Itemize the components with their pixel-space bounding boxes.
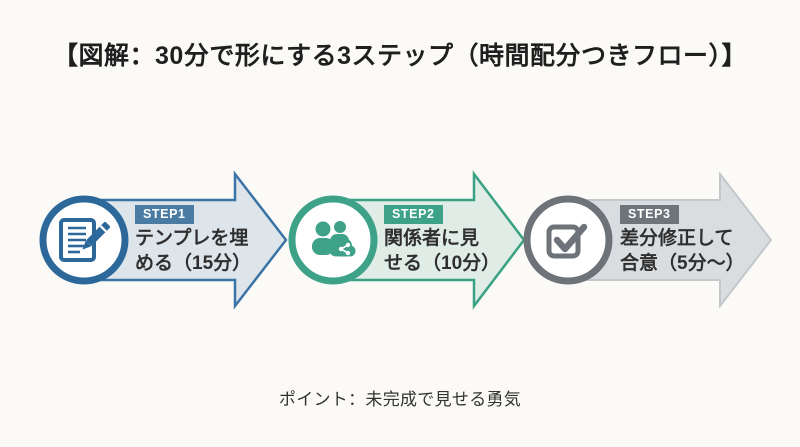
step3-label-line1: 差分修正して bbox=[620, 228, 734, 249]
step1-label: テンプレを埋 める（15分） bbox=[135, 226, 251, 276]
step3-circle bbox=[523, 195, 613, 285]
document-pencil-icon bbox=[59, 218, 111, 262]
step3-arrow-shape bbox=[567, 171, 773, 309]
step2-badge: STEP2 bbox=[384, 205, 443, 224]
step2-label: 関係者に見 せる（10分） bbox=[384, 226, 500, 276]
step3-label: 差分修正して 合意（5分〜） bbox=[620, 226, 745, 276]
step3-label-line2: 合意（5分〜） bbox=[620, 253, 745, 274]
step2-label-line2: せる（10分） bbox=[384, 253, 501, 274]
page-title: 【図解：30分で形にする3ステップ（時間配分つきフロー）】 bbox=[53, 42, 747, 70]
point-footnote: ポイント：未完成で見せる勇気 bbox=[278, 390, 522, 409]
step3-badge: STEP3 bbox=[620, 205, 679, 224]
step2-label-line1: 関係者に見 bbox=[384, 228, 480, 249]
step1-label-line2: める（15分） bbox=[135, 253, 252, 274]
step2-arrow-shape bbox=[331, 170, 526, 310]
share-glyph bbox=[338, 242, 351, 256]
step1-label-line1: テンプレを埋 bbox=[135, 228, 249, 249]
people-share-icon bbox=[312, 221, 356, 257]
step1-arrow-shape bbox=[82, 170, 288, 310]
checkbox-check-icon bbox=[546, 223, 588, 259]
step1-badge: STEP1 bbox=[135, 205, 194, 224]
